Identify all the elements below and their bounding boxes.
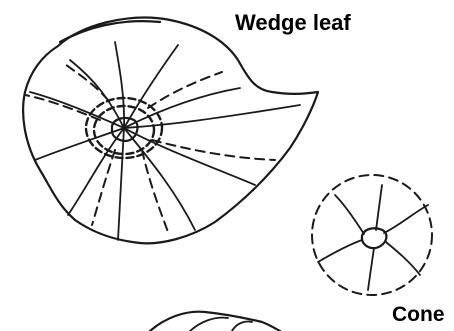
dashed-fold xyxy=(62,62,108,100)
vein xyxy=(124,128,195,230)
cone-label: Cone xyxy=(392,303,445,327)
cone-center-knot xyxy=(362,228,386,248)
cone-top-view xyxy=(312,175,432,295)
wedge-leaf-label: Wedge leaf xyxy=(235,10,351,36)
cone-veins xyxy=(318,185,428,290)
cone-partial-vein xyxy=(190,318,228,331)
vein xyxy=(368,248,374,290)
dashed-fold xyxy=(25,95,100,120)
wedge-leaf-outline xyxy=(23,18,318,244)
vein xyxy=(318,240,362,262)
cone-partial-drawing xyxy=(150,312,280,331)
dashed-fold xyxy=(142,150,168,232)
vein xyxy=(68,128,124,215)
leaf-veins xyxy=(30,42,300,240)
vein xyxy=(384,205,428,233)
dashed-fold xyxy=(92,150,115,225)
cone-partial-vein xyxy=(232,321,252,331)
cone-partial-outline xyxy=(150,312,280,331)
vein xyxy=(376,185,382,230)
vein xyxy=(386,242,420,275)
wedge-leaf-drawing xyxy=(23,18,318,244)
vein xyxy=(118,128,124,240)
cone-dashed-circle xyxy=(312,175,432,295)
vein xyxy=(335,195,364,234)
wedge-leaf-outline-retrace xyxy=(60,21,160,42)
